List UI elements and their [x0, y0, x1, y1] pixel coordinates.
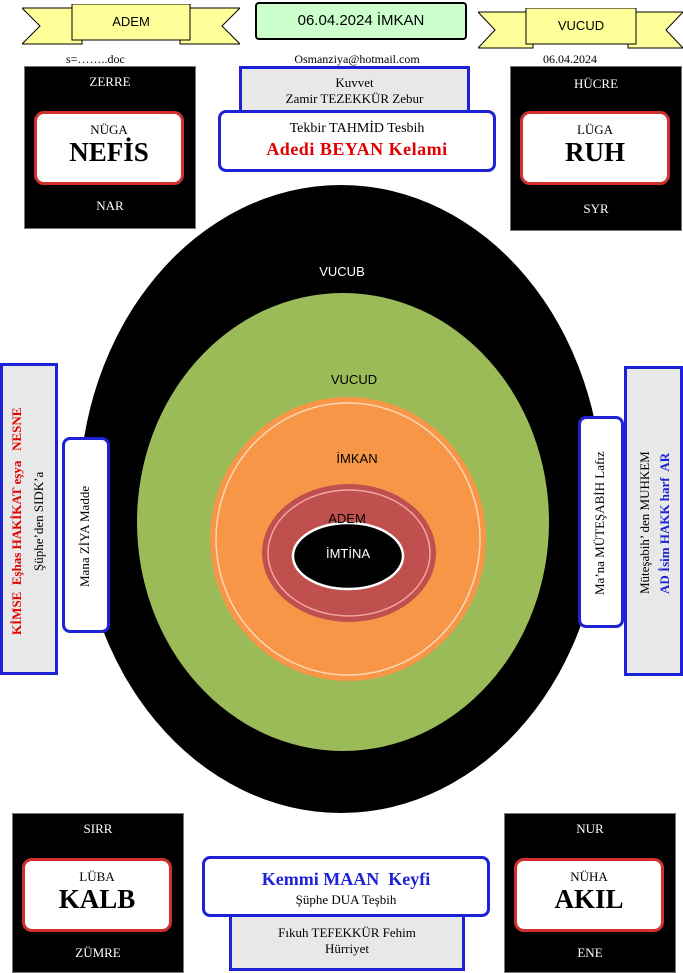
title-box: 06.04.2024 İMKAN: [255, 2, 467, 40]
adem-label: ADEM: [328, 511, 366, 526]
bottom-gray-line2: Hürriyet: [324, 941, 370, 956]
bottom-blue-line2: Şüphe DUA Teşbih: [295, 892, 397, 907]
panel-ruh-bottom: SYR: [583, 201, 609, 216]
card-ruh-sub: LÜGA: [576, 122, 614, 137]
top-gray-line2: Zamir TEZEKKÜR Zebur: [285, 91, 424, 106]
panel-akil: NUR NÜHA AKIL ENE: [504, 813, 676, 973]
left-outer-box: KİMSE Eşhas HAKİKAT eşya NESNE Şüphe’den…: [0, 363, 58, 675]
left-banner-label: ADEM: [112, 14, 150, 29]
card-akil-sub: NÜHA: [570, 869, 608, 884]
right-inner-box: Ma’na MÜTEŞABİH Lafız: [578, 416, 624, 628]
right-outer-box: Müteşabih’ den MUHKEM AD İsim HAKK harf …: [624, 366, 683, 676]
vucud-label: VUCUD: [330, 372, 378, 387]
panel-kalb: SIRR LÜBA KALB ZÜMRE: [12, 813, 184, 973]
imkan-label: İMKAN: [336, 451, 378, 466]
left-outer-black-text: Şüphe’den SIDK’a: [31, 471, 46, 571]
top-blue-line2: Adedi BEYAN Kelami: [266, 139, 448, 159]
panel-akil-bottom: ENE: [577, 945, 603, 960]
imtina-core: [291, 521, 405, 591]
bottom-gray-line1: Fıkuh TEFEKKÜR Fehim: [278, 925, 416, 940]
bottom-blue-box: Kemmi MAAN Keyfi Şüphe DUA Teşbih: [202, 856, 490, 917]
bottom-blue-line1: Kemmi MAAN Keyfi: [261, 869, 431, 889]
card-nefis-title: NEFİS: [69, 137, 149, 167]
vucub-label: VUCUB: [319, 264, 365, 279]
card-kalb: LÜBA KALB: [22, 858, 172, 932]
right-banner-label: VUCUD: [557, 18, 605, 33]
left-inner-box: Mana ZİYA Madde: [62, 437, 110, 633]
card-kalb-title: KALB: [58, 884, 136, 914]
left-outer-red-text: KİMSE Eşhas HAKİKAT eşya NESNE: [9, 407, 24, 635]
top-gray-line1: Kuvvet: [335, 75, 374, 90]
top-blue-box: Tekbir TAHMİD Tesbih Adedi BEYAN Kelami: [218, 110, 496, 172]
panel-ruh-top: HÜCRE: [573, 76, 619, 91]
left-inner-text: Mana ZİYA Madde: [77, 485, 92, 587]
panel-nefis-bottom: NAR: [96, 198, 124, 213]
card-akil-title: AKIL: [554, 884, 624, 914]
imtina-label: İMTİNA: [325, 546, 371, 561]
doc-label: s=……..doc: [66, 52, 125, 66]
email-text: Osmanziya@hotmail.com: [294, 52, 420, 66]
panel-akil-top: NUR: [576, 821, 604, 836]
card-nefis-sub: NÜGA: [90, 122, 128, 137]
right-inner-text: Ma’na MÜTEŞABİH Lafız: [592, 451, 607, 595]
card-nefis: NÜGA NEFİS: [34, 111, 184, 185]
panel-kalb-bottom: ZÜMRE: [75, 945, 121, 960]
right-outer-black-text: Müteşabih’ den MUHKEM: [637, 451, 652, 595]
panel-nefis: ZERRE NÜGA NEFİS NAR: [24, 66, 196, 229]
panel-nefis-top: ZERRE: [89, 74, 131, 89]
panel-ruh: HÜCRE LÜGA RUH SYR: [510, 66, 682, 231]
title-text: 06.04.2024 İMKAN: [297, 12, 425, 29]
top-blue-line1: Tekbir TAHMİD Tesbih: [289, 121, 425, 136]
right-ribbon-banner: [478, 8, 683, 49]
bottom-gray-box: Fıkuh TEFEKKÜR Fehim Hürriyet: [229, 914, 465, 971]
card-ruh: LÜGA RUH: [520, 111, 670, 185]
panel-kalb-top: SIRR: [83, 821, 113, 836]
card-kalb-sub: LÜBA: [79, 869, 115, 884]
top-gray-box: Kuvvet Zamir TEZEKKÜR Zebur: [239, 66, 470, 114]
card-akil: NÜHA AKIL: [514, 858, 664, 932]
right-date: 06.04.2024: [543, 52, 597, 66]
card-ruh-title: RUH: [565, 137, 625, 167]
left-ribbon-banner: [22, 4, 240, 45]
right-outer-blue-text: AD İsim HAKK harf AR: [657, 452, 672, 594]
